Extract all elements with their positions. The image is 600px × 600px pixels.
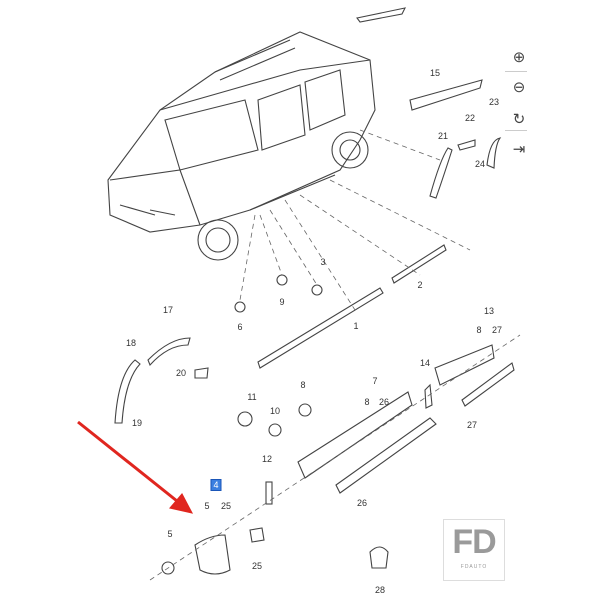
divider bbox=[505, 130, 527, 131]
callout-label[interactable]: 22 bbox=[464, 113, 476, 123]
callout-label[interactable]: 12 bbox=[261, 454, 273, 464]
callout-label-highlighted[interactable]: 4 bbox=[210, 479, 222, 491]
callout-label[interactable]: 5 bbox=[204, 501, 210, 511]
red-pointer-arrow bbox=[77, 420, 194, 514]
callout-label[interactable]: 2 bbox=[417, 280, 423, 290]
car-illustration bbox=[107, 31, 376, 261]
callout-label[interactable]: 27 bbox=[466, 420, 478, 430]
callout-label[interactable]: 19 bbox=[131, 418, 143, 428]
parts-shapes bbox=[114, 7, 515, 575]
callout-label[interactable]: 15 bbox=[429, 68, 441, 78]
callout-label[interactable]: 20 bbox=[175, 368, 187, 378]
callout-label[interactable]: 10 bbox=[269, 406, 281, 416]
callout-label[interactable]: 13 bbox=[483, 306, 495, 316]
leader-lines bbox=[149, 129, 521, 581]
zoom-in-button[interactable]: ⊕ bbox=[505, 46, 533, 68]
callout-label[interactable]: 1 bbox=[353, 321, 359, 331]
zoom-out-icon: ⊖ bbox=[512, 79, 526, 96]
callout-label[interactable]: 25 bbox=[251, 561, 263, 571]
logo-sub: FDAUTO bbox=[460, 564, 488, 570]
callout-label[interactable]: 17 bbox=[162, 305, 174, 315]
divider bbox=[505, 71, 527, 72]
callout-label[interactable]: 28 bbox=[374, 585, 386, 595]
fdauto-logo: FD FDAUTO bbox=[443, 519, 505, 581]
callout-label[interactable]: 8 bbox=[476, 325, 482, 335]
callout-label[interactable]: 27 bbox=[491, 325, 503, 335]
callout-label[interactable]: 3 bbox=[320, 257, 326, 267]
rotate-reset-icon: ↻ bbox=[512, 111, 526, 128]
zoom-in-icon: ⊕ bbox=[512, 49, 526, 66]
callout-label[interactable]: 25 bbox=[220, 501, 232, 511]
arrow-to-right-icon: ⇥ bbox=[512, 141, 526, 158]
callout-label[interactable]: 6 bbox=[237, 322, 243, 332]
callout-label[interactable]: 23 bbox=[488, 97, 500, 107]
callout-label[interactable]: 18 bbox=[125, 338, 137, 348]
callout-label[interactable]: 11 bbox=[247, 392, 257, 402]
callout-label[interactable]: 26 bbox=[378, 397, 390, 407]
callout-label[interactable]: 8 bbox=[364, 397, 370, 407]
zoom-out-button[interactable]: ⊖ bbox=[505, 76, 533, 98]
callout-label[interactable]: 7 bbox=[372, 376, 378, 386]
callout-label[interactable]: 5 bbox=[167, 529, 173, 539]
callout-label[interactable]: 24 bbox=[474, 159, 486, 169]
callout-label[interactable]: 14 bbox=[419, 358, 431, 368]
callout-label[interactable]: 21 bbox=[437, 131, 449, 141]
callout-label[interactable]: 8 bbox=[300, 380, 306, 390]
callout-label[interactable]: 26 bbox=[356, 498, 368, 508]
collapse-panel-button[interactable]: ⇥ bbox=[505, 138, 533, 160]
logo-main: FD bbox=[452, 523, 496, 561]
callout-label[interactable]: 9 bbox=[279, 297, 285, 307]
reset-view-button[interactable]: ↻ bbox=[505, 108, 533, 130]
